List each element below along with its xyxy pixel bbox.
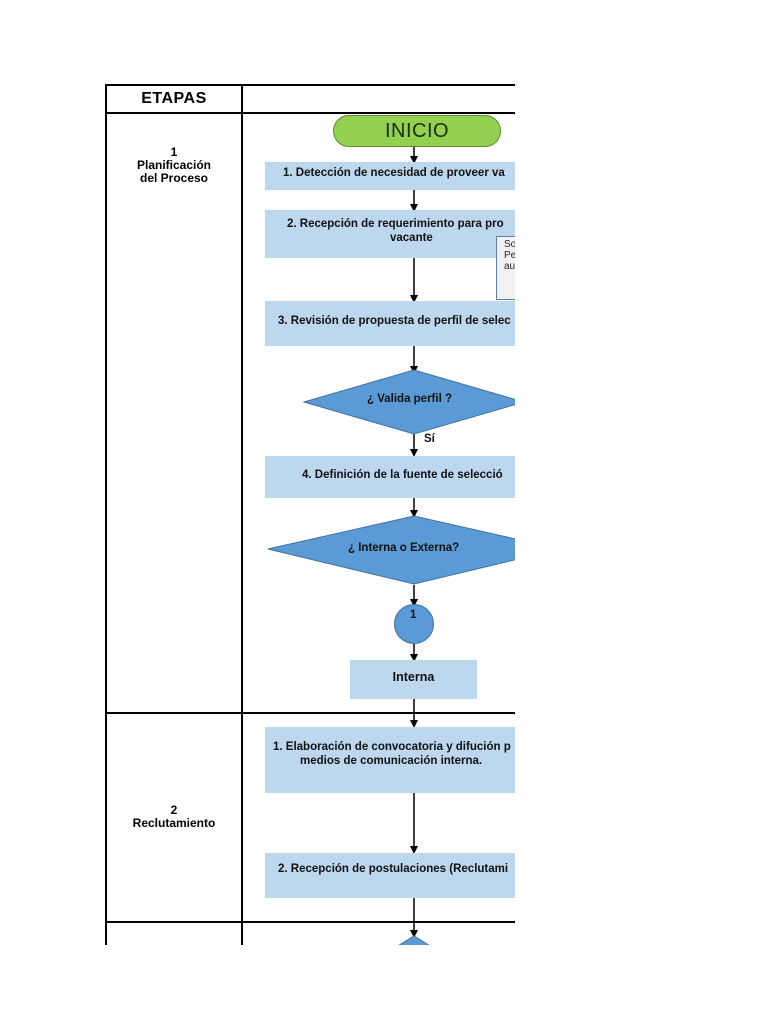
table-column-divider bbox=[241, 84, 243, 945]
step-2-text-line2: vacante bbox=[390, 232, 433, 244]
stage-divider-1 bbox=[105, 712, 515, 714]
stage-1-name-line1: Planificación bbox=[136, 158, 212, 172]
table-left-border bbox=[105, 84, 107, 945]
internal-branch-text: Interna bbox=[392, 670, 435, 684]
stage-2-label: 2 Reclutamiento bbox=[106, 804, 242, 830]
table-header-bottom-border bbox=[105, 112, 515, 114]
side-note-line3: au bbox=[504, 261, 515, 272]
stage2-step-1-text-line2: medios de comunicación interna. bbox=[300, 755, 483, 767]
decision-interna-externa bbox=[267, 515, 515, 585]
step-3-text: 3. Revisión de propuesta de perfil de se… bbox=[278, 315, 511, 327]
flowchart-table: ETAPAS 1 Planificación del Proceso 2 Rec… bbox=[105, 84, 515, 945]
table-top-border bbox=[105, 84, 515, 86]
step-2-box: 2. Recepción de requerimiento para pro v… bbox=[265, 210, 515, 258]
stage-1-number: 1 bbox=[170, 145, 178, 159]
step-2-text-line1: 2. Recepción de requerimiento para pro bbox=[287, 218, 504, 230]
step-1-box: 1. Detección de necesidad de proveer va bbox=[265, 162, 515, 190]
stage2-step-1-text-line1: 1. Elaboración de convocatoria y difució… bbox=[273, 741, 511, 753]
side-note-line1: So bbox=[504, 239, 515, 250]
flowchart-shapes bbox=[267, 147, 515, 945]
side-note-line2: Pe bbox=[504, 250, 515, 261]
decision-valida-perfil bbox=[302, 369, 515, 435]
stage2-step-1-box: 1. Elaboración de convocatoria y difució… bbox=[265, 727, 515, 793]
step-4-text: 4. Definición de la fuente de selecció bbox=[302, 469, 503, 481]
start-terminal: INICIO bbox=[333, 115, 501, 147]
next-decision-partial bbox=[398, 935, 430, 945]
side-note: So Pe au bbox=[496, 236, 515, 300]
stage-2-name: Reclutamiento bbox=[132, 816, 216, 830]
stage-1-name-line2: del Proceso bbox=[139, 171, 209, 185]
step-1-text: 1. Detección de necesidad de proveer va bbox=[283, 167, 505, 179]
stage-2-number: 2 bbox=[170, 803, 178, 817]
step-4-box: 4. Definición de la fuente de selecció bbox=[265, 456, 515, 498]
stage-1-label: 1 Planificación del Proceso bbox=[106, 146, 242, 185]
internal-branch-box: Interna bbox=[350, 660, 477, 699]
decision-2-text: ¿ Interna o Externa? bbox=[348, 542, 460, 554]
stage-divider-2 bbox=[105, 921, 515, 923]
step-3-box: 3. Revisión de propuesta de perfil de se… bbox=[265, 301, 515, 346]
stage2-step-2-box: 2. Recepción de postulaciones (Reclutami bbox=[265, 853, 515, 898]
connector-label: 1 bbox=[410, 609, 417, 621]
stages-header: ETAPAS bbox=[141, 90, 207, 107]
stage2-step-2-text: 2. Recepción de postulaciones (Reclutami bbox=[278, 863, 509, 875]
connector-circle bbox=[394, 604, 434, 644]
decision-1-text: ¿ Valida perfil ? bbox=[367, 393, 452, 405]
decision-1-yes-label: Sí bbox=[424, 433, 435, 445]
